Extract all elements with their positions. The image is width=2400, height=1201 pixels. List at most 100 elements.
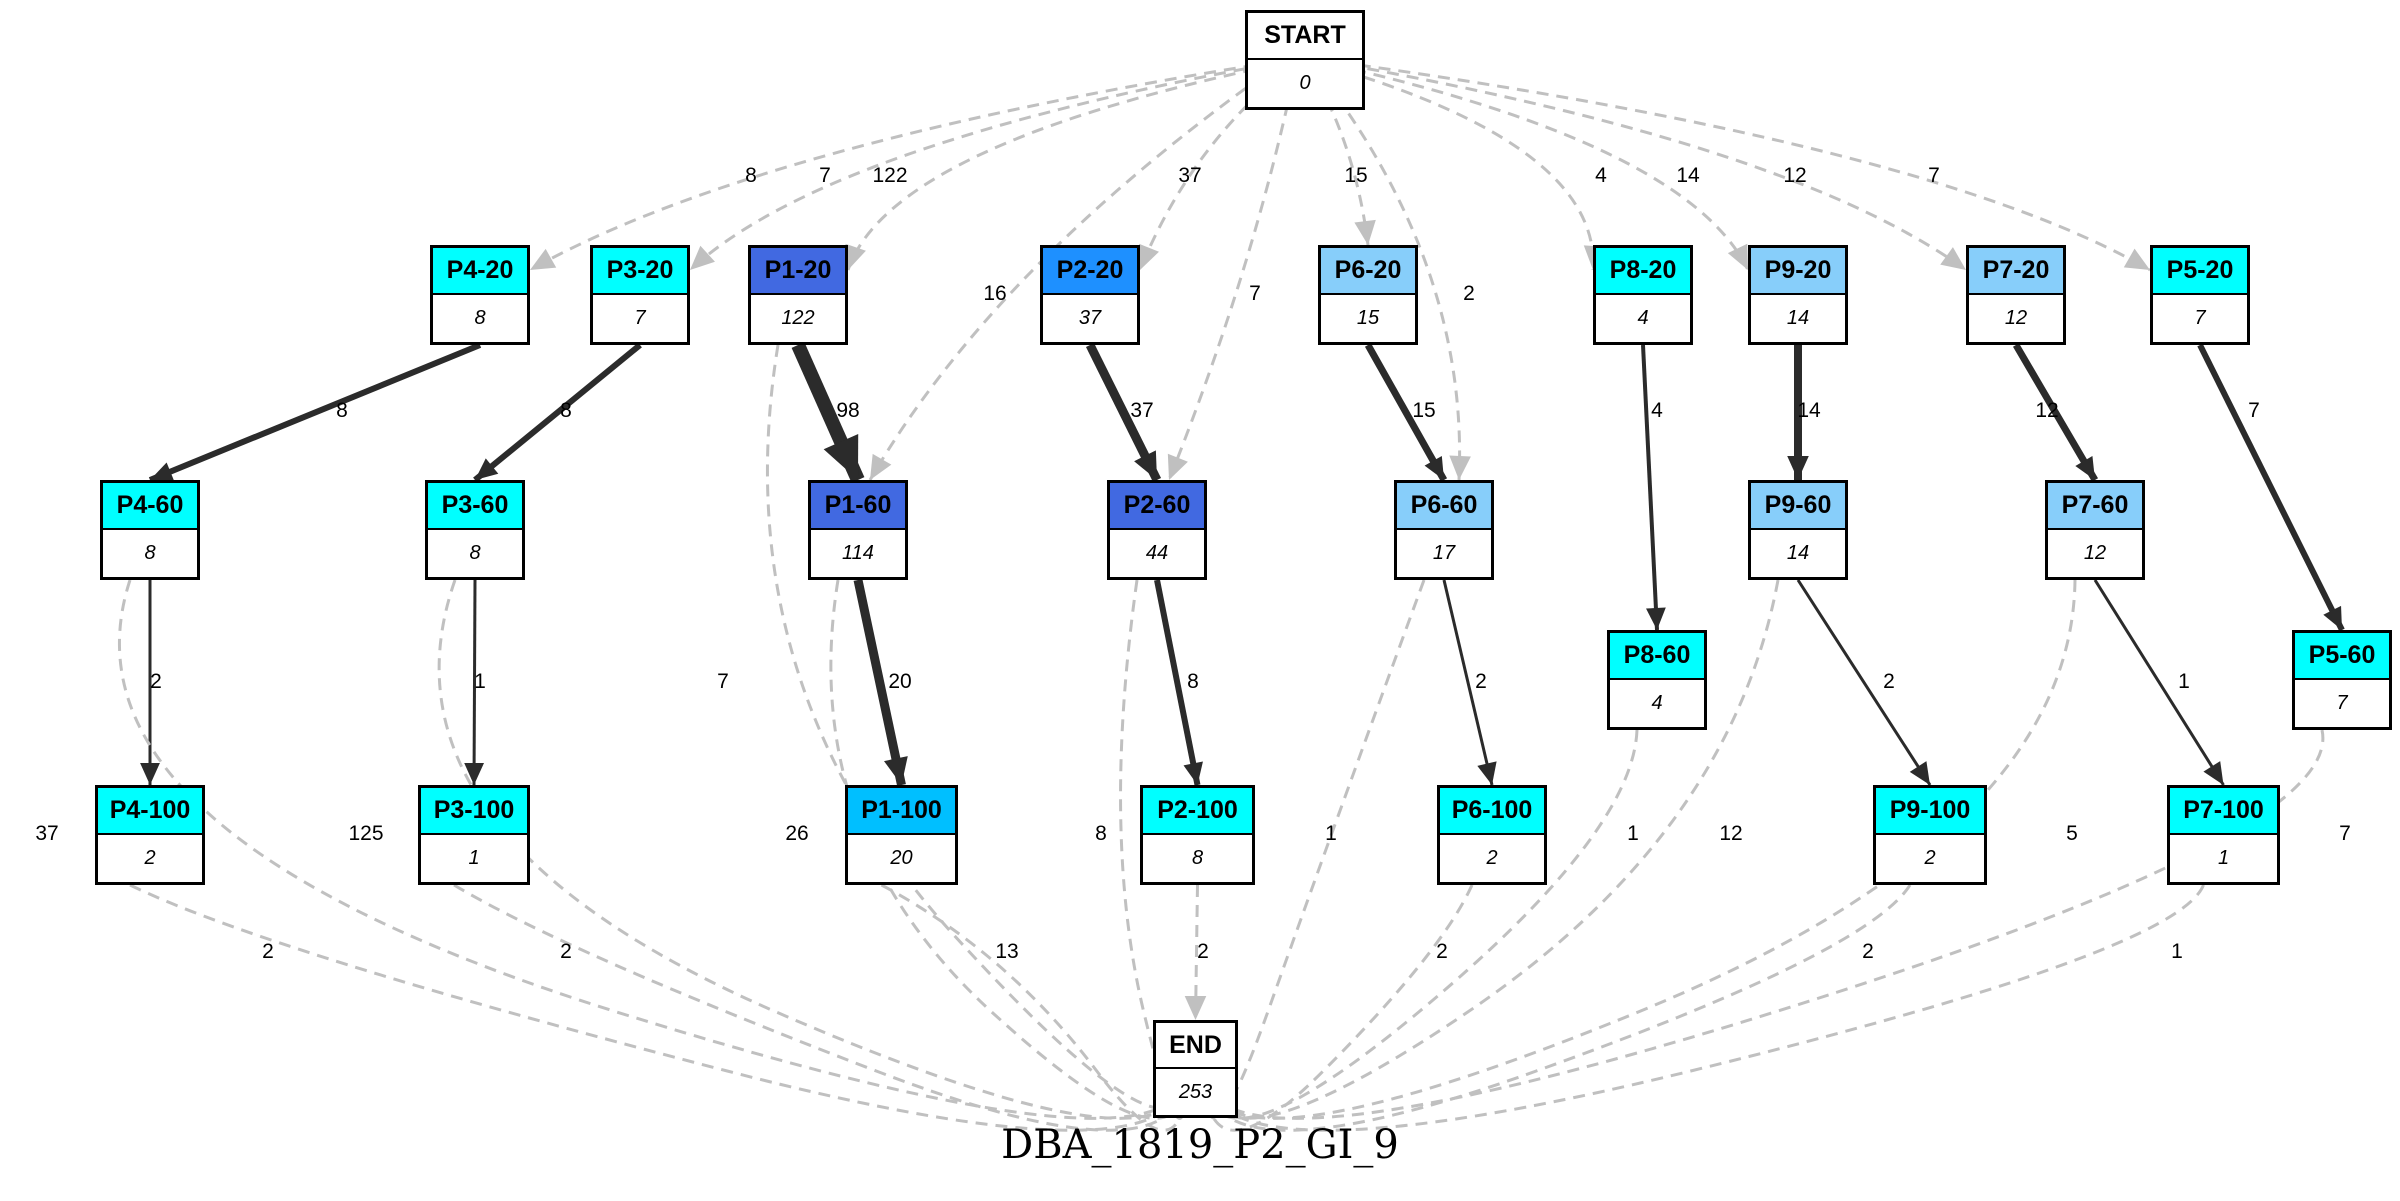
node-label: P2-60 <box>1110 483 1204 530</box>
edge-label-start-to-p9-20: 14 <box>1676 164 1700 187</box>
edge-start-to-p4-20 <box>529 63 1256 272</box>
edge-layer <box>118 63 2345 1132</box>
edge-p4-60-to-end <box>118 579 1188 1120</box>
node-label: P6-20 <box>1321 248 1415 295</box>
edge-start-to-p1-20 <box>845 63 1275 271</box>
edge-start-to-p2-60 <box>1167 64 1298 481</box>
edge-label-p3-60-to-end: 125 <box>348 822 384 845</box>
node-label: P8-60 <box>1610 633 1704 680</box>
edge-p7-60-to-p7-100 <box>2093 579 2225 786</box>
node-count: 8 <box>474 307 486 329</box>
edge-p5-20-to-p5-60 <box>2197 343 2345 632</box>
edge-start-to-p2-20 <box>1138 63 1294 271</box>
edge-label-start-to-p5-20: 7 <box>1928 164 1940 187</box>
edge-label-p4-20-to-p4-60: 8 <box>336 399 348 422</box>
edge-p9-100-to-end <box>1203 884 1912 1132</box>
edge-label-p1-100-to-end: 13 <box>995 940 1019 963</box>
edge-p3-60-to-end <box>437 579 1188 1120</box>
node-p4-60: P4-60 8 <box>100 480 200 580</box>
node-label: START <box>1248 13 1362 60</box>
edge-p6-60-to-p6-100 <box>1442 579 1497 786</box>
edge-label-p3-20-to-p3-60: 8 <box>560 399 572 422</box>
node-p8-20: P8-20 4 <box>1593 245 1693 345</box>
node-label: P1-60 <box>811 483 905 530</box>
edge-label-p3-100-to-end: 2 <box>560 940 572 963</box>
edge-label-p6-60-to-end: 1 <box>1325 822 1337 845</box>
node-label: P7-20 <box>1969 248 2063 295</box>
edge-start-to-p7-20 <box>1347 63 1967 272</box>
edge-p4-60-to-p4-100 <box>140 580 160 785</box>
node-count: 4 <box>1637 307 1649 329</box>
node-count: 253 <box>1178 1080 1213 1103</box>
edge-label-p7-100-to-end: 1 <box>2171 940 2183 963</box>
node-count: 17 <box>1432 542 1456 564</box>
edge-p8-20-to-p8-60 <box>1641 344 1666 631</box>
edge-label-p7-60-to-end: 5 <box>2066 822 2078 845</box>
edge-label-start-to-p3-20: 7 <box>819 164 831 187</box>
edge-label-start-to-p6-60: 2 <box>1463 282 1475 305</box>
edge-p1-60-to-p1-100 <box>853 579 908 786</box>
edge-label-start-to-p1-60: 16 <box>983 282 1007 305</box>
edge-label-p9-20-to-p9-60: 14 <box>1797 399 1821 422</box>
edge-label-p5-60-to-end: 7 <box>2339 822 2351 845</box>
edge-start-to-p3-20 <box>688 63 1266 272</box>
edge-p1-100-to-end <box>880 883 1188 1132</box>
node-label: P4-100 <box>98 788 202 835</box>
edge-p2-100-to-end <box>1184 884 1207 1021</box>
edge-label-p7-60-to-p7-100: 1 <box>2178 670 2190 693</box>
edge-start-to-p1-60 <box>868 63 1280 481</box>
node-count: 8 <box>144 542 156 564</box>
edge-label-p4-60-to-p4-100: 2 <box>150 670 162 693</box>
node-count: 14 <box>1786 542 1810 564</box>
edge-label-p6-20-to-p6-60: 15 <box>1412 399 1436 422</box>
edge-p9-60-to-p9-100 <box>1796 579 1932 786</box>
node-count: 14 <box>1786 307 1810 329</box>
edge-label-start-to-p6-20: 15 <box>1344 164 1368 187</box>
edge-label-p6-100-to-end: 2 <box>1436 940 1448 963</box>
node-count: 2 <box>1486 847 1498 869</box>
edge-p3-60-to-p3-100 <box>464 579 485 786</box>
edge-label-p2-60-to-p2-100: 8 <box>1187 670 1199 693</box>
node-p7-20: P7-20 12 <box>1966 245 2066 345</box>
edge-label-p4-60-to-end: 37 <box>35 822 59 845</box>
edge-p2-20-to-p2-60 <box>1085 342 1162 483</box>
node-label: P4-60 <box>103 483 197 530</box>
edge-label-start-to-p2-20: 37 <box>1178 164 1202 187</box>
edge-label-p9-60-to-p9-100: 2 <box>1883 670 1895 693</box>
edge-label-p5-20-to-p5-60: 7 <box>2248 399 2260 422</box>
node-count: 0 <box>1299 72 1311 94</box>
node-label: P8-20 <box>1596 248 1690 295</box>
edge-p1-20-to-p1-60 <box>791 342 865 483</box>
node-count: 122 <box>781 307 815 329</box>
node-count: 12 <box>2083 542 2107 564</box>
node-count: 8 <box>1191 847 1204 869</box>
edge-label-p9-100-to-end: 2 <box>1862 940 1874 963</box>
edge-p8-60-to-end <box>1203 729 1639 1120</box>
edge-start-to-p6-60 <box>1312 64 1471 481</box>
node-count: 2 <box>1924 847 1936 869</box>
edge-label-p2-100-to-end: 2 <box>1197 940 1209 963</box>
node-count: 12 <box>2004 307 2028 329</box>
node-label: P1-100 <box>848 788 955 835</box>
